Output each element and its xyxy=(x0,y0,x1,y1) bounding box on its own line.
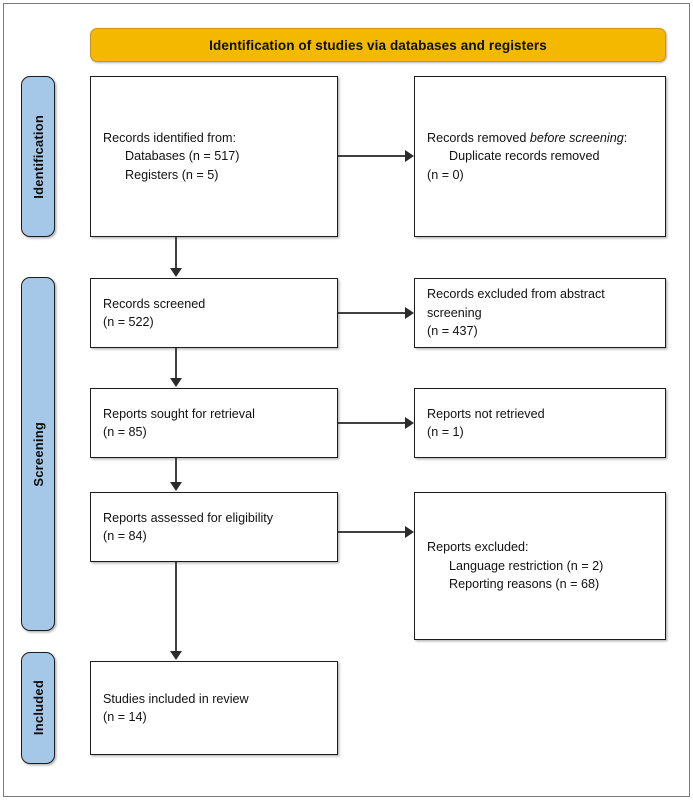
identification-banner: Identification of studies via databases … xyxy=(90,28,666,62)
stage-tab-screening-label: Screening xyxy=(30,421,46,487)
box-reports-not-retrieved-text: Reports not retrieved (n = 1) xyxy=(415,405,665,442)
records-removed-duplicates: Duplicate records removed xyxy=(449,149,600,164)
reports-not-retrieved-label: Reports not retrieved xyxy=(427,406,545,421)
arrowhead-sought-to-not-retrieved xyxy=(405,417,414,429)
reports-assessed-count: (n = 84) xyxy=(103,529,147,543)
studies-included-label: Studies included in review xyxy=(103,691,249,706)
reports-excluded-line1: Reports excluded: xyxy=(427,540,529,555)
records-identified-databases: Databases (n = 517) xyxy=(125,149,240,164)
connector-sought-to-assessed xyxy=(175,458,177,484)
connector-screened-to-sought xyxy=(175,348,177,379)
box-records-excluded-abstract: Records excluded from abstract screening… xyxy=(414,278,666,348)
records-screened-count: (n = 522) xyxy=(103,315,154,329)
records-removed-line1a: Records removed xyxy=(427,130,530,145)
arrowhead-identified-to-screened xyxy=(170,268,182,277)
connector-assessed-to-included xyxy=(175,562,177,652)
arrowhead-screened-to-excluded xyxy=(405,307,414,319)
records-identified-line1: Records identified from: xyxy=(103,130,236,145)
connector-assessed-to-excluded-reports xyxy=(338,531,406,533)
records-excluded-abstract-line1: Records excluded from abstract xyxy=(427,287,605,302)
stage-tab-included: Included xyxy=(21,652,55,764)
box-studies-included: Studies included in review (n = 14) xyxy=(90,661,338,755)
arrowhead-sought-to-assessed xyxy=(170,482,182,491)
box-studies-included-text: Studies included in review (n = 14) xyxy=(91,690,337,727)
stage-tab-screening: Screening xyxy=(21,277,55,631)
stage-tab-identification: Identification xyxy=(21,76,55,237)
connector-sought-to-not-retrieved xyxy=(338,422,406,424)
records-screened-label: Records screened xyxy=(103,296,206,311)
records-identified-registers: Registers (n = 5) xyxy=(125,167,219,182)
box-records-removed: Records removed before screening: Duplic… xyxy=(414,76,666,237)
box-records-identified-text: Records identified from: Databases (n = … xyxy=(91,129,337,185)
box-reports-excluded-text: Reports excluded: Language restriction (… xyxy=(415,538,665,594)
banner-label: Identification of studies via databases … xyxy=(209,37,547,53)
box-records-identified: Records identified from: Databases (n = … xyxy=(90,76,338,237)
box-reports-excluded: Reports excluded: Language restriction (… xyxy=(414,492,666,640)
records-removed-count: (n = 0) xyxy=(427,167,464,182)
arrowhead-identified-to-removed xyxy=(405,150,414,162)
box-reports-assessed-text: Reports assessed for eligibility (n = 84… xyxy=(91,509,337,546)
reports-sought-label: Reports sought for retrieval xyxy=(103,406,255,421)
arrowhead-assessed-to-excluded-reports xyxy=(405,526,414,538)
box-records-removed-text: Records removed before screening: Duplic… xyxy=(415,129,665,185)
stage-tab-included-label: Included xyxy=(30,680,46,736)
records-excluded-abstract-line2: screening xyxy=(427,305,482,320)
box-records-excluded-abstract-text: Records excluded from abstract screening… xyxy=(415,285,665,341)
box-reports-sought-text: Reports sought for retrieval (n = 85) xyxy=(91,405,337,442)
arrowhead-assessed-to-included xyxy=(170,651,182,660)
connector-screened-to-excluded xyxy=(338,312,406,314)
box-reports-sought: Reports sought for retrieval (n = 85) xyxy=(90,388,338,458)
studies-included-count: (n = 14) xyxy=(103,710,147,724)
stage-tab-identification-label: Identification xyxy=(30,114,46,199)
box-reports-not-retrieved: Reports not retrieved (n = 1) xyxy=(414,388,666,458)
box-reports-assessed: Reports assessed for eligibility (n = 84… xyxy=(90,492,338,562)
reports-excluded-language: Language restriction (n = 2) xyxy=(449,558,604,573)
arrowhead-screened-to-sought xyxy=(170,378,182,387)
reports-assessed-label: Reports assessed for eligibility xyxy=(103,510,274,525)
records-removed-line1c: : xyxy=(623,130,628,145)
connector-identified-to-removed xyxy=(338,155,406,157)
reports-excluded-reporting: Reporting reasons (n = 68) xyxy=(449,577,600,592)
box-records-screened: Records screened (n = 522) xyxy=(90,278,338,348)
reports-sought-count: (n = 85) xyxy=(103,425,147,439)
records-removed-line1b: before screening xyxy=(529,130,624,145)
records-excluded-abstract-count: (n = 437) xyxy=(427,324,478,339)
connector-identified-to-screened xyxy=(175,237,177,270)
box-records-screened-text: Records screened (n = 522) xyxy=(91,295,337,332)
reports-not-retrieved-count: (n = 1) xyxy=(427,425,464,439)
